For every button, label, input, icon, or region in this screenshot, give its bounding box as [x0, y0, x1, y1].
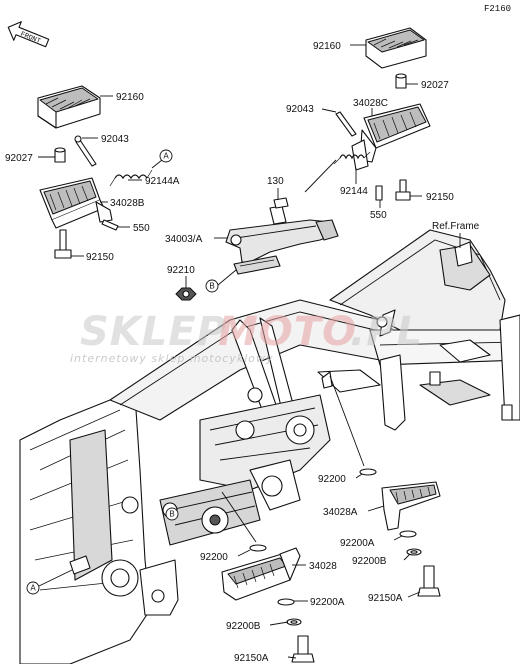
frame-drawing — [19, 229, 520, 664]
label-92144: 92144 — [340, 186, 368, 197]
label-92150-right: 92150 — [426, 192, 454, 203]
svg-text:B: B — [209, 282, 214, 291]
lower-right-leaders — [355, 473, 421, 598]
label-92160-right: 92160 — [313, 41, 341, 52]
ref-frame-label: Ref.Frame — [432, 221, 480, 232]
watermark-brand-left: SKLEP — [80, 309, 227, 355]
watermark-brand-mid: MOTO — [218, 309, 357, 355]
frame-bolt — [69, 555, 91, 575]
front-arrow: FRONT — [7, 21, 50, 48]
label-92200B-right: 92200B — [352, 556, 387, 567]
lower-center-leaders — [237, 549, 308, 659]
label-92200-center: 92200 — [200, 552, 228, 563]
label-34028A: 34028A — [323, 507, 358, 518]
callout-b-top: B — [205, 279, 219, 293]
svg-text:A: A — [30, 584, 36, 593]
label-92210: 92210 — [167, 265, 195, 276]
label-92150-left: 92150 — [86, 252, 114, 263]
svg-text:B: B — [169, 510, 174, 519]
left-leaders — [38, 95, 163, 257]
label-92150A-center: 92150A — [234, 653, 269, 664]
left-footrest-assembly — [37, 85, 153, 259]
figure-code: F2160 — [484, 4, 511, 14]
label-92200A-center: 92200A — [310, 597, 345, 608]
label-550-left: 550 — [133, 223, 150, 234]
label-92150A-right: 92150A — [368, 593, 403, 604]
front-label: FRONT — [19, 31, 41, 46]
callout-a-top: A — [159, 149, 173, 163]
watermark-tagline: internetowy sklep motocyklowy — [70, 352, 274, 365]
label-92200A-right: 92200A — [340, 538, 375, 549]
svg-text:A: A — [163, 152, 169, 161]
label-34028B: 34028B — [110, 198, 145, 209]
label-92200B-center: 92200B — [226, 621, 261, 632]
label-92043-left: 92043 — [101, 134, 129, 145]
label-92043-right: 92043 — [286, 104, 314, 115]
right-footrest-assembly — [175, 27, 431, 301]
callout-a-bottom: A — [26, 569, 73, 595]
label-550-right: 550 — [370, 210, 387, 221]
label-92027-right: 92027 — [421, 80, 449, 91]
right-leaders — [185, 44, 422, 288]
label-92027-left: 92027 — [5, 153, 33, 164]
watermark-brand-right: .PL — [350, 309, 423, 355]
label-34028: 34028 — [309, 561, 337, 572]
label-92200-right: 92200 — [318, 474, 346, 485]
lower-right-footrest — [329, 375, 441, 597]
label-92144A: 92144A — [145, 176, 180, 187]
watermark: SKLEP MOTO .PL internetowy sklep motocyk… — [70, 309, 423, 365]
callout-b-bottom: B — [165, 507, 179, 521]
label-130: 130 — [267, 176, 284, 187]
lower-center-footrest — [221, 491, 315, 663]
label-34028C: 34028C — [353, 98, 388, 109]
label-34003A: 34003/A — [165, 234, 203, 245]
label-92160-left: 92160 — [116, 92, 144, 103]
